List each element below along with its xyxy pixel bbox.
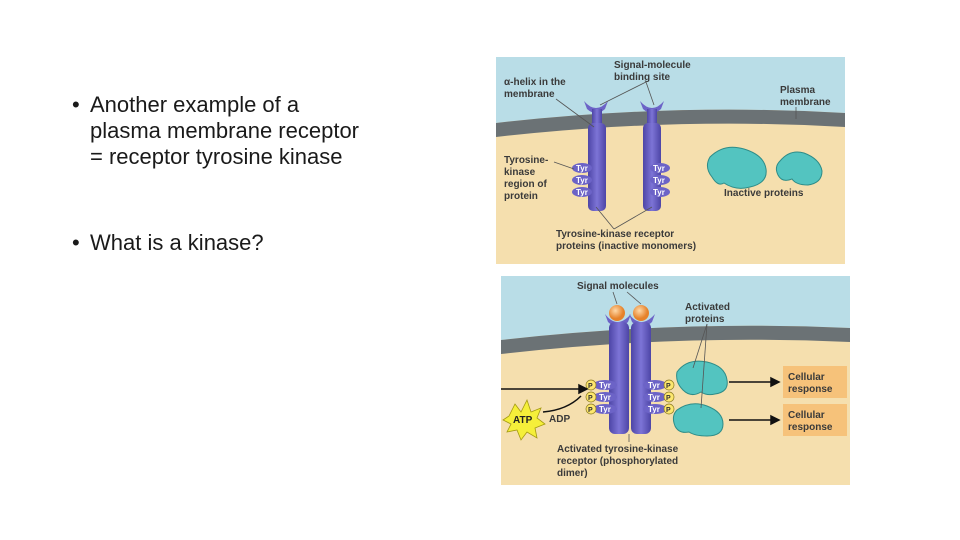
signal-molecule	[609, 305, 625, 321]
atp-label: ATP	[513, 415, 533, 426]
activated-protein-lower	[672, 403, 724, 437]
signal-molecules-label: Signal molecules	[577, 281, 659, 292]
tyr-label: Tyr	[576, 164, 588, 173]
svg-text:P: P	[666, 395, 671, 402]
svg-text:Tyr: Tyr	[648, 381, 660, 390]
activated-receptor-label: Activated tyrosine-kinase receptor (phos…	[557, 444, 681, 479]
inactive-proteins-label: Inactive proteins	[724, 188, 804, 199]
cellular-response-box-1	[783, 366, 847, 398]
activated-protein-upper	[676, 360, 728, 396]
signal-molecule	[633, 305, 649, 321]
atp-arrows	[501, 383, 589, 413]
inactive-protein-left	[706, 146, 767, 189]
plasma-membrane	[501, 325, 850, 354]
svg-text:P: P	[666, 407, 671, 414]
activated-receptor-diagram: Tyr Tyr Tyr P P P Tyr Tyr Tyr P P P	[501, 276, 850, 485]
svg-text:P: P	[588, 395, 593, 402]
receptor-monomer-left: Tyr Tyr Tyr	[572, 101, 608, 211]
bullet-list: Another example of a plasma membrane rec…	[72, 92, 372, 256]
atp-burst	[502, 398, 546, 441]
tyr-label: Tyr	[653, 164, 665, 173]
svg-text:Tyr: Tyr	[599, 405, 611, 414]
response-arrows	[729, 376, 781, 426]
plasma-membrane	[496, 109, 845, 137]
svg-text:Tyr: Tyr	[648, 393, 660, 402]
svg-text:Tyr: Tyr	[648, 405, 660, 414]
tyr-label: Tyr	[653, 188, 665, 197]
svg-text:P: P	[588, 383, 593, 390]
extracellular-space	[496, 57, 845, 123]
cellular-response-label-2: Cellular response	[788, 410, 833, 433]
phosphorylated-tyr-right: Tyr Tyr Tyr P P P	[643, 379, 675, 415]
tyr-label: Tyr	[576, 188, 588, 197]
receptor-monomers-label: Tyrosine-kinase receptor proteins (inact…	[556, 229, 696, 252]
tyr-label: Tyr	[576, 176, 588, 185]
tyrosine-kinase-region-label: Tyrosine- kinase region of protein	[504, 155, 551, 202]
bullet-kinase-question: What is a kinase?	[72, 230, 372, 256]
extracellular-space	[501, 276, 850, 340]
cellular-response-label-1: Cellular response	[788, 372, 833, 395]
binding-site-label: Signal-molecule binding site	[614, 60, 693, 83]
alpha-helix-label: α-helix in the membrane	[504, 77, 569, 100]
inactive-protein-right	[775, 151, 823, 186]
inactive-receptor-diagram: Tyr Tyr Tyr Tyr Tyr Tyr α-helix in the m…	[496, 57, 845, 264]
activated-proteins-label: Activated proteins	[685, 302, 733, 325]
svg-text:Tyr: Tyr	[599, 393, 611, 402]
svg-text:P: P	[588, 407, 593, 414]
tyr-label: Tyr	[653, 176, 665, 185]
svg-text:Tyr: Tyr	[599, 381, 611, 390]
phosphorylated-tyr-left: Tyr Tyr Tyr P P P	[585, 379, 617, 415]
leader-lines	[612, 291, 708, 442]
adp-label: ADP	[549, 414, 570, 425]
svg-text:P: P	[666, 383, 671, 390]
bullet-rtk: Another example of a plasma membrane rec…	[72, 92, 372, 170]
cellular-response-box-2	[783, 404, 847, 436]
receptor-monomer-right: Tyr Tyr Tyr	[640, 101, 670, 211]
plasma-membrane-label: Plasma membrane	[780, 85, 831, 108]
leader-lines	[553, 81, 797, 230]
